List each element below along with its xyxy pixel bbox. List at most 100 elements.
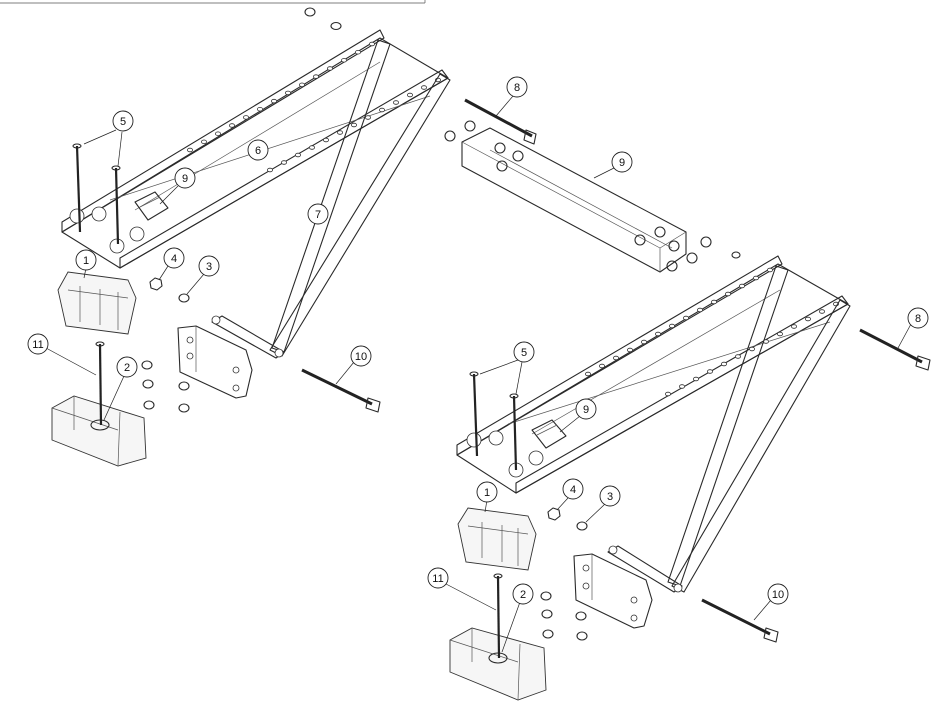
arm-hole [298, 82, 305, 87]
arm-hole [406, 92, 413, 98]
svg-text:7: 7 [315, 209, 321, 221]
left-top-nut [304, 7, 342, 31]
svg-text:3: 3 [607, 491, 613, 503]
arm-hole [669, 323, 676, 329]
svg-text:2: 2 [520, 589, 526, 601]
arm-hole [679, 384, 686, 389]
arm-hole [805, 316, 812, 322]
right-arm-holes [585, 267, 840, 397]
left-end-plate-holes [69, 206, 145, 254]
callout-right-4: 4 [556, 478, 584, 511]
arm-hole [368, 41, 375, 47]
svg-text:4: 4 [570, 484, 576, 496]
arm-hole [378, 107, 385, 113]
right-end-plate-holes [466, 430, 544, 478]
callout-right-8-top: 8 [495, 76, 528, 117]
left-angle-bracket [177, 325, 253, 399]
right-top-channel [461, 127, 687, 273]
svg-text:2: 2 [124, 362, 130, 374]
svg-text:8: 8 [915, 313, 921, 325]
right-side-rod [859, 328, 931, 371]
svg-text:11: 11 [432, 573, 443, 585]
arm-hole [739, 283, 746, 289]
arm-hole [364, 115, 371, 120]
arm-hole [392, 100, 399, 105]
right-base-block [449, 573, 547, 701]
svg-text:9: 9 [182, 173, 188, 185]
svg-text:1: 1 [83, 255, 89, 267]
svg-text:8: 8 [514, 82, 520, 94]
left-clip [134, 191, 169, 221]
arm-hole [749, 346, 756, 352]
arm-hole [599, 363, 606, 369]
svg-text:6: 6 [255, 145, 261, 157]
arm-hole [627, 347, 634, 353]
svg-text:5: 5 [120, 116, 126, 128]
callout-right-9-top: 9 [593, 151, 633, 179]
arm-hole [791, 324, 798, 329]
callout-right-9: 9 [559, 398, 597, 433]
right-top-rod [464, 98, 537, 145]
svg-text:9: 9 [583, 404, 589, 416]
svg-text:5: 5 [521, 347, 527, 359]
right-top-assembly [444, 98, 741, 273]
svg-text:4: 4 [171, 253, 177, 265]
callout-right-10: 10 [753, 583, 789, 621]
arm-hole [336, 130, 343, 135]
callout-right-11: 11 [427, 567, 497, 611]
arm-hole [186, 147, 193, 153]
arm-hole [256, 106, 263, 112]
arm-hole [641, 339, 648, 345]
callout-left-6: 6 [247, 139, 269, 161]
right-bottom-assembly [449, 255, 931, 701]
arm-hole [354, 50, 361, 55]
arm-hole [214, 131, 221, 136]
arm-hole [707, 369, 714, 374]
arm-hole [697, 307, 704, 313]
callout-left-2: 2 [103, 356, 138, 421]
right-foot-block [457, 507, 537, 571]
left-assembly [51, 7, 451, 467]
callout-left-5: 5 [83, 110, 134, 167]
left-screws [72, 143, 121, 245]
svg-text:11: 11 [32, 339, 43, 351]
arm-hole [270, 98, 277, 104]
arm-hole [767, 267, 774, 273]
arm-hole [294, 152, 301, 158]
left-callouts: 5 6 9 7 1 4 3 [27, 110, 372, 421]
left-threaded-rod [301, 368, 381, 413]
left-small-nuts [141, 360, 190, 413]
arm-hole [725, 291, 732, 297]
callout-left-11: 11 [27, 333, 97, 376]
right-nut-washer [547, 507, 588, 531]
arm-hole [665, 391, 672, 397]
svg-text:10: 10 [772, 589, 784, 601]
right-threaded-rod [701, 598, 779, 643]
arm-hole [613, 355, 620, 361]
right-callouts: 8 9 8 5 9 4 3 [427, 76, 929, 653]
arm-hole [308, 145, 315, 150]
arm-hole [266, 167, 273, 173]
callout-right-5: 5 [479, 341, 535, 395]
right-diagonal-brace [607, 265, 851, 593]
arm-hole [280, 160, 287, 165]
svg-text:9: 9 [619, 157, 625, 169]
left-arm-holes [186, 41, 441, 173]
callout-left-9: 9 [159, 167, 196, 205]
callout-right-8-side: 8 [897, 307, 929, 349]
callout-right-2: 2 [501, 583, 534, 653]
arm-hole [777, 331, 784, 337]
svg-text:3: 3 [206, 261, 212, 273]
arm-hole [284, 90, 291, 96]
arm-hole [721, 361, 728, 367]
left-nut-washer [149, 277, 190, 303]
right-clip [531, 419, 567, 449]
left-base-block [51, 341, 147, 467]
arm-hole [350, 122, 357, 128]
arm-hole [683, 315, 690, 321]
arm-hole [200, 139, 207, 144]
callout-right-1: 1 [476, 481, 498, 513]
arm-hole [312, 74, 319, 79]
callout-left-10: 10 [335, 345, 372, 385]
